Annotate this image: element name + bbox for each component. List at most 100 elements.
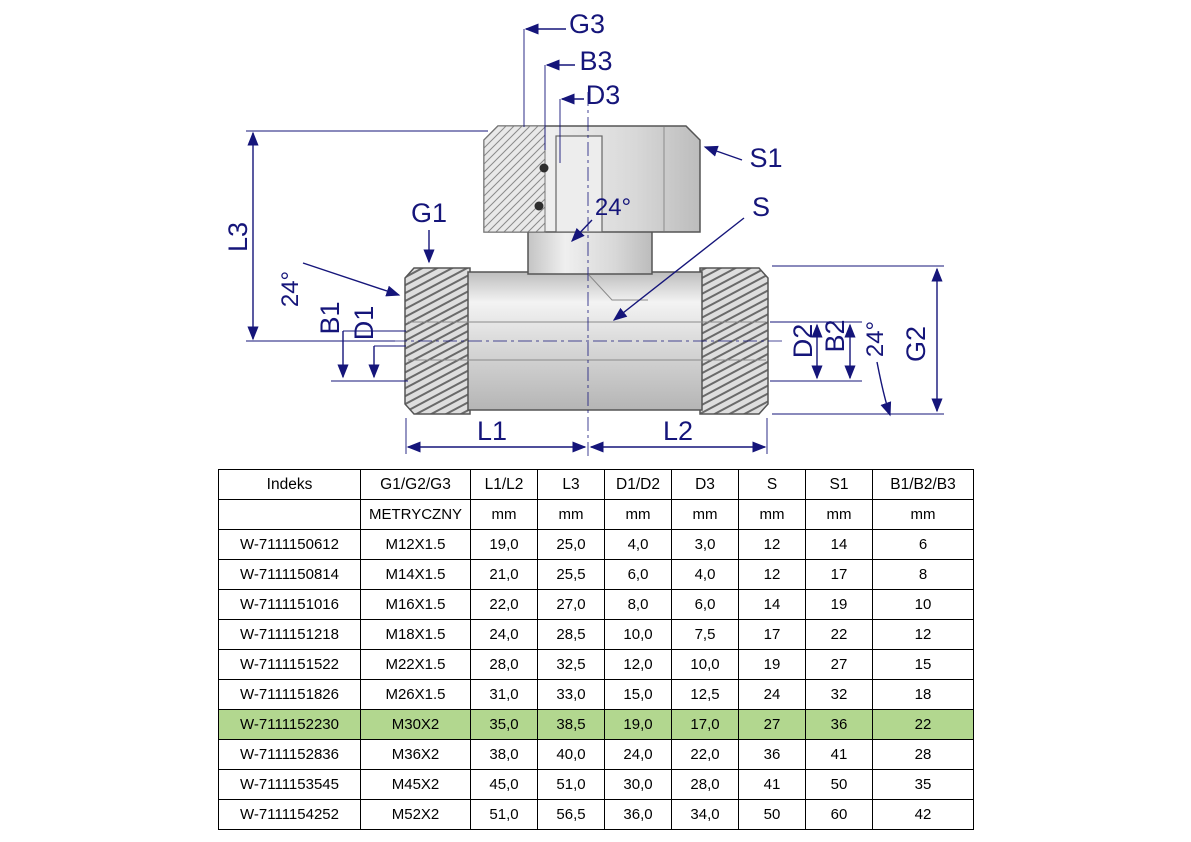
table-cell: 17,0 — [671, 709, 739, 740]
table-cell: L3 — [537, 469, 605, 500]
table-cell: G1/G2/G3 — [360, 469, 471, 500]
table-cell: 7,5 — [671, 619, 739, 650]
label-l1: L1 — [477, 416, 507, 446]
table-cell: mm — [872, 499, 974, 530]
table-cell: 12,0 — [604, 649, 672, 680]
table-cell: 42 — [872, 799, 974, 830]
table-cell: W-7111150612 — [218, 529, 361, 560]
table-cell: 36 — [738, 739, 806, 770]
table-cell: 12 — [872, 619, 974, 650]
table-cell: 35,0 — [470, 709, 538, 740]
table-cell: 22,0 — [671, 739, 739, 770]
table-cell: M12X1.5 — [360, 529, 471, 560]
dimensions: G3 B3 D3 S1 24° S G1 L3 24° B1 — [223, 9, 944, 454]
label-s1: S1 — [749, 143, 782, 173]
table-cell: 28,0 — [470, 649, 538, 680]
table-cell: M52X2 — [360, 799, 471, 830]
table-cell: W-7111150814 — [218, 559, 361, 590]
label-angle-top: 24° — [595, 194, 631, 221]
label-g3: G3 — [569, 9, 605, 39]
table-cell: 38,5 — [537, 709, 605, 740]
table-cell: mm — [738, 499, 806, 530]
table-cell: M22X1.5 — [360, 649, 471, 680]
table-cell: 19 — [738, 649, 806, 680]
table-cell: 6,0 — [604, 559, 672, 590]
table-cell: 12 — [738, 559, 806, 590]
table-cell: 50 — [805, 769, 873, 800]
table-cell: M36X2 — [360, 739, 471, 770]
table-cell: L1/L2 — [470, 469, 538, 500]
table-cell: B1/B2/B3 — [872, 469, 974, 500]
table-cell: 40,0 — [537, 739, 605, 770]
table-cell: 32 — [805, 679, 873, 710]
table-cell: 27 — [805, 649, 873, 680]
table-cell: 14 — [805, 529, 873, 560]
right-thread — [699, 267, 769, 415]
table-cell: 21,0 — [470, 559, 538, 590]
table-cell: 51,0 — [537, 769, 605, 800]
table-cell: 33,0 — [537, 679, 605, 710]
table-cell: W-7111151016 — [218, 589, 361, 620]
table-cell: mm — [805, 499, 873, 530]
table-cell: 15,0 — [604, 679, 672, 710]
table-cell: W-7111151218 — [218, 619, 361, 650]
table-cell: 27 — [738, 709, 806, 740]
table-cell: D3 — [671, 469, 739, 500]
table-cell: M16X1.5 — [360, 589, 471, 620]
table-cell: 56,5 — [537, 799, 605, 830]
table-cell: 41 — [805, 739, 873, 770]
table-cell: mm — [604, 499, 672, 530]
oring-dot — [534, 201, 544, 211]
centerlines — [393, 92, 782, 456]
nut-section-hatch — [483, 125, 546, 233]
table-cell: 24 — [738, 679, 806, 710]
table-cell: 36 — [805, 709, 873, 740]
table-cell: M30X2 — [360, 709, 471, 740]
table-cell: M45X2 — [360, 769, 471, 800]
table-cell: Indeks — [218, 469, 361, 500]
table-cell — [218, 499, 361, 530]
table-cell: 24,0 — [470, 619, 538, 650]
table-cell: 25,0 — [537, 529, 605, 560]
table-cell: 28 — [872, 739, 974, 770]
table-cell: 24,0 — [604, 739, 672, 770]
table-cell: 10,0 — [604, 619, 672, 650]
label-b2: B2 — [820, 319, 850, 352]
label-d3: D3 — [586, 80, 621, 110]
table-cell: 6 — [872, 529, 974, 560]
table-cell: W-7111152230 — [218, 709, 361, 740]
table-cell: 34,0 — [671, 799, 739, 830]
table-cell: 15 — [872, 649, 974, 680]
table-cell: 22 — [805, 619, 873, 650]
label-angle-right: 24° — [862, 321, 889, 357]
table-cell: 6,0 — [671, 589, 739, 620]
tee-fitting-technical-drawing: G3 B3 D3 S1 24° S G1 L3 24° B1 — [223, 9, 944, 456]
label-l3: L3 — [223, 222, 253, 252]
table-cell: 10 — [872, 589, 974, 620]
table-cell: 22,0 — [470, 589, 538, 620]
label-d1: D1 — [349, 306, 379, 341]
label-g1: G1 — [411, 198, 447, 228]
table-cell: 4,0 — [671, 559, 739, 590]
table-cell: 17 — [738, 619, 806, 650]
oring-dot — [539, 163, 549, 173]
table-cell: 3,0 — [671, 529, 739, 560]
table-cell: S — [738, 469, 806, 500]
table-cell: 4,0 — [604, 529, 672, 560]
table-cell: mm — [671, 499, 739, 530]
table-cell: 12,5 — [671, 679, 739, 710]
table-cell: 17 — [805, 559, 873, 590]
table-cell: 45,0 — [470, 769, 538, 800]
table-cell: mm — [537, 499, 605, 530]
label-s: S — [752, 192, 770, 222]
table-cell: 50 — [738, 799, 806, 830]
